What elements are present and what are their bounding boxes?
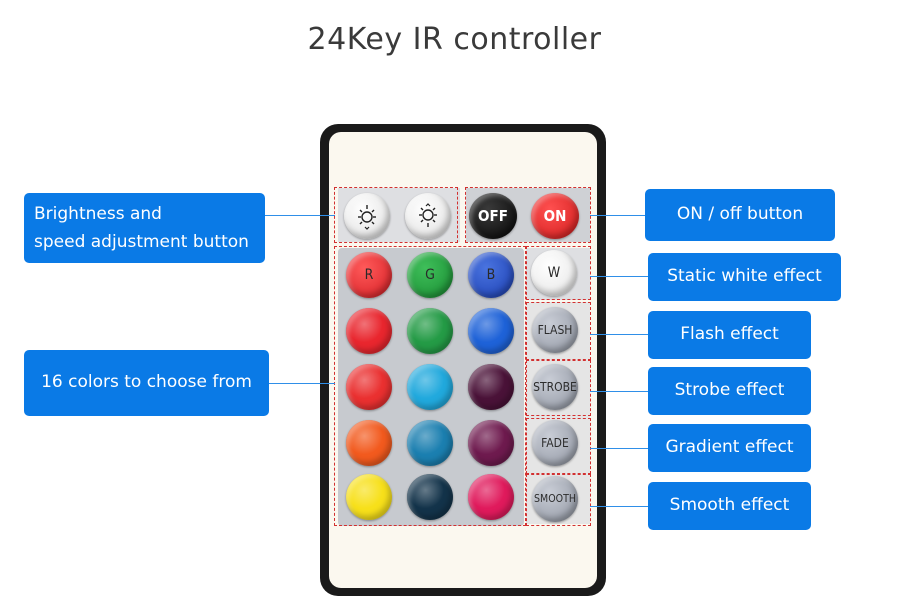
color-button[interactable] (407, 308, 453, 354)
brightness-speed-label: Brightness and speed adjustment button (24, 193, 265, 263)
smooth-button-label: SMOOTH (534, 493, 576, 505)
smooth-group-box (526, 474, 591, 526)
on-off-label: ON / off button (645, 189, 835, 241)
off-button-label: OFF (478, 207, 508, 225)
flash-connector (590, 334, 648, 335)
colors-label: 16 colors to choose from (24, 350, 269, 416)
on-button-label: ON (543, 207, 567, 225)
blue-button-label: B (486, 267, 496, 283)
red-button[interactable]: R (346, 252, 392, 298)
color-button[interactable] (346, 420, 392, 466)
static-white-label: Static white effect (648, 253, 841, 301)
off-button[interactable]: OFF (469, 193, 517, 239)
color-button[interactable] (407, 474, 453, 520)
color-button[interactable] (468, 420, 514, 466)
strobe-label: Strobe effect (648, 367, 811, 415)
strobe-button-label: STROBE (533, 380, 577, 394)
color-button[interactable] (468, 474, 514, 520)
smooth-label: Smooth effect (648, 482, 811, 530)
color-button[interactable] (407, 420, 453, 466)
colors-group-box (334, 246, 526, 526)
color-button[interactable] (407, 364, 453, 410)
on-button[interactable]: ON (531, 193, 579, 239)
gradient-label: Gradient effect (648, 424, 811, 472)
flash-group-box (526, 302, 591, 360)
green-button-label: G (425, 267, 435, 283)
brightness-connector (265, 215, 335, 216)
brightness-label-line1: Brightness and (34, 204, 162, 224)
strobe-connector (590, 391, 648, 392)
fade-group-box (526, 418, 591, 474)
color-button[interactable] (346, 308, 392, 354)
gradient-connector (590, 448, 648, 449)
color-button[interactable] (468, 308, 514, 354)
colors-connector (268, 383, 335, 384)
flash-label: Flash effect (648, 311, 811, 359)
fade-button-label: FADE (541, 436, 569, 450)
white-group-box (526, 246, 591, 300)
blue-button[interactable]: B (468, 252, 514, 298)
strobe-group-box (526, 360, 591, 416)
flash-button[interactable]: FLASH (532, 307, 578, 353)
smooth-connector (590, 506, 648, 507)
brightness-up-icon (358, 205, 376, 230)
green-button[interactable]: G (407, 252, 453, 298)
white-button[interactable]: W (531, 250, 577, 296)
brightness-label-line2: speed adjustment button (34, 232, 249, 252)
color-button[interactable] (468, 364, 514, 410)
brightness-up-button[interactable] (344, 193, 390, 239)
strobe-button[interactable]: STROBE (532, 364, 578, 410)
smooth-button[interactable]: SMOOTH (532, 476, 578, 522)
fade-button[interactable]: FADE (532, 420, 578, 466)
brightness-down-icon (419, 203, 437, 227)
brightness-down-button[interactable] (405, 193, 451, 239)
red-button-label: R (364, 267, 374, 283)
color-button[interactable] (346, 364, 392, 410)
on-off-connector (590, 215, 646, 216)
page-title: 24Key IR controller (307, 22, 602, 57)
flash-button-label: FLASH (537, 323, 573, 337)
white-button-label: W (547, 265, 561, 281)
static-white-connector (590, 276, 648, 277)
color-button[interactable] (346, 474, 392, 520)
